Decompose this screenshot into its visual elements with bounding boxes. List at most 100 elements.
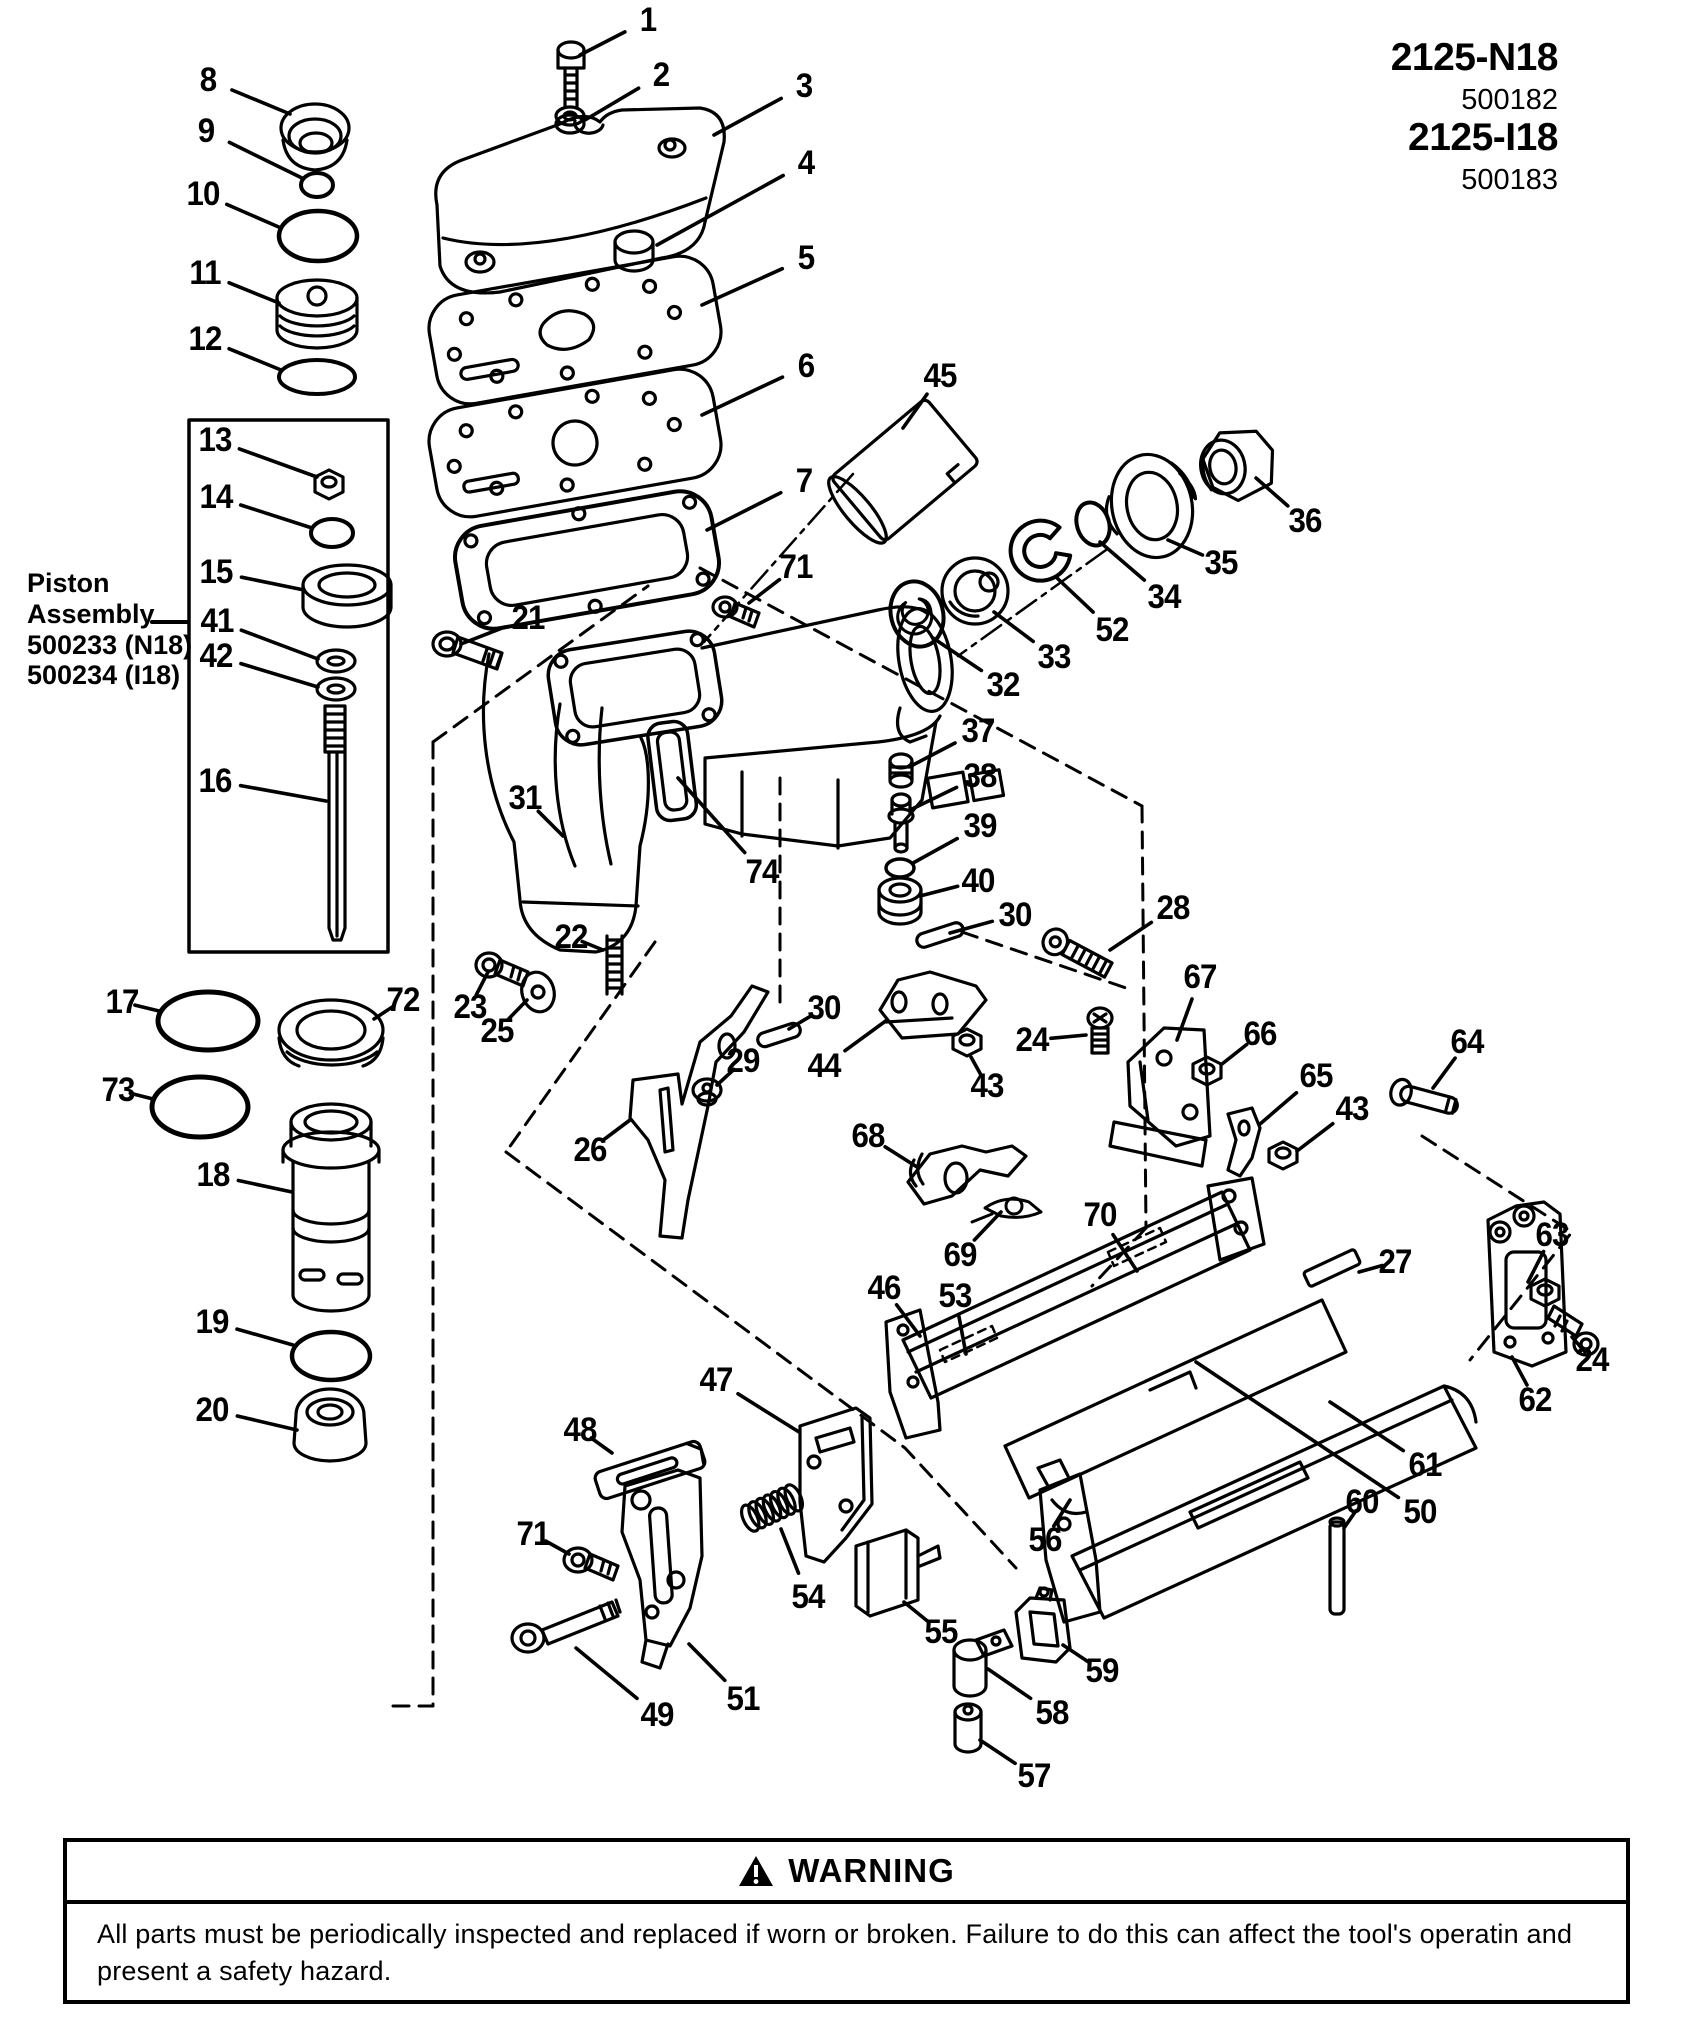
screw-part-49 [510, 1598, 622, 1654]
leader-line-13 [237, 447, 319, 479]
leader-line-59 [1061, 1643, 1091, 1664]
pin-part-64 [1389, 1077, 1459, 1115]
leader-line-69 [972, 1210, 1003, 1242]
piston-assembly-line-2: Assembly [27, 598, 155, 629]
driver-blade-part-16 [323, 704, 347, 942]
leader-line-15 [239, 575, 306, 592]
leader-line-17 [133, 1003, 161, 1013]
leader-line-25 [505, 998, 529, 1022]
plug-part-4 [613, 229, 655, 273]
piston-boot-part-8 [279, 102, 351, 172]
rear-plate-part-62 [1486, 1200, 1568, 1368]
o-ring-part-19 [289, 1329, 373, 1383]
leader-line-44 [843, 1018, 889, 1053]
trigger-spring-part-69 [970, 1196, 1043, 1224]
nut-part-63 [1529, 1277, 1561, 1308]
leader-line-11 [227, 280, 281, 305]
leader-line-7 [705, 490, 783, 532]
leader-line-30 [948, 919, 995, 935]
staple-strip-outline-part-53 [938, 1226, 1168, 1364]
leader-line-22 [580, 939, 605, 952]
screw-part-28 [1041, 927, 1114, 979]
tool-body-part-31 [481, 605, 1006, 954]
leader-line-71 [747, 577, 782, 605]
leader-line-24 [1049, 1033, 1088, 1041]
cylinder-sleeve-part-45 [827, 398, 979, 545]
warning-icon [739, 1856, 774, 1886]
work-contact-part-26 [628, 984, 770, 1240]
leader-line-67 [1175, 997, 1194, 1042]
cover-bar-part-48 [593, 1439, 707, 1501]
leader-line-20 [235, 1414, 299, 1432]
leader-line-2 [583, 86, 641, 122]
leader-line-27 [1357, 1263, 1385, 1274]
cap-bumper-part-20 [292, 1387, 368, 1463]
screw-part-24-right [1546, 1304, 1600, 1357]
piston-assembly-callout: Piston Assembly 500233 (N18) 500234 (I18… [27, 568, 192, 691]
leader-line-23 [474, 970, 490, 997]
leader-line-45 [901, 392, 929, 430]
leader-line-12 [227, 346, 283, 372]
leader-line-72 [372, 1004, 395, 1021]
retainer-part-32 [888, 579, 946, 649]
o-ring-part-9 [299, 171, 335, 199]
leader-line-50 [1194, 1360, 1401, 1500]
piston-assembly-box [187, 418, 390, 954]
washer-part-41 [315, 648, 357, 674]
leader-line-43 [969, 1055, 984, 1078]
spring-part-22 [605, 934, 624, 996]
magazine-cover-plate [1003, 1298, 1348, 1500]
leader-line-46 [894, 1303, 922, 1338]
o-ring-part-17 [155, 989, 261, 1053]
pin-part-57 [953, 1702, 983, 1754]
warning-header: WARNING [67, 1842, 1626, 1904]
leader-line-73 [128, 1091, 155, 1101]
leader-line-35 [1166, 538, 1205, 557]
leader-line-36 [1254, 476, 1290, 508]
o-ring-part-73 [149, 1074, 251, 1140]
leader-line-34 [1098, 540, 1147, 582]
leader-line-8 [230, 88, 292, 116]
leader-line-49 [574, 1646, 639, 1701]
washer-part-42 [315, 676, 357, 702]
leader-line-28 [1108, 920, 1154, 952]
gasket-frame-part-7 [453, 489, 721, 631]
piston-assembly-line-4: 500234 (I18) [27, 660, 181, 691]
leader-line-57 [978, 1738, 1017, 1766]
cap-screw-part-1 [556, 40, 586, 108]
warning-box: WARNING All parts must be periodically i… [63, 1838, 1630, 2004]
leader-line-4 [655, 173, 786, 247]
screw-part-71-bottom [562, 1546, 620, 1582]
model-number-2: 2125-I18 [1408, 116, 1558, 160]
warning-title: WARNING [788, 1852, 955, 1889]
leader-line-61 [1328, 1400, 1406, 1453]
leader-line-14 [238, 503, 314, 530]
magazine-base-part-50-61 [1036, 1384, 1478, 1624]
leader-line-68 [883, 1145, 919, 1169]
leader-line-26 [602, 1118, 632, 1142]
nut-part-43-right [1267, 1140, 1299, 1171]
o-ring-part-12 [277, 358, 357, 396]
warning-body-text: All parts must be periodically inspected… [97, 1919, 1573, 1987]
leader-line-58 [986, 1667, 1033, 1701]
leader-line-21 [459, 625, 507, 646]
leader-line-51 [687, 1642, 727, 1683]
leader-line-10 [225, 202, 283, 230]
leader-line-60 [1342, 1509, 1358, 1530]
washer-part-25 [520, 970, 556, 1014]
leader-line-42 [239, 661, 320, 689]
model-number-1: 2125-N18 [1390, 36, 1559, 79]
model-sku-2: 500183 [1461, 163, 1558, 196]
leader-line-54 [779, 1527, 801, 1575]
leader-line-33 [992, 610, 1035, 644]
latch-lever-part-44 [878, 970, 988, 1040]
leader-line-30 [787, 1013, 814, 1031]
nut-part-43-left [951, 1027, 983, 1058]
leader-line-18 [236, 1178, 294, 1194]
grip-slot-part-74 [646, 719, 699, 823]
seal-seat-part-72 [277, 998, 385, 1068]
leader-line-48 [589, 1436, 614, 1455]
valve-piston-part-11 [275, 278, 359, 350]
leader-line-62 [1510, 1355, 1529, 1387]
o-ring-part-10 [276, 208, 360, 264]
